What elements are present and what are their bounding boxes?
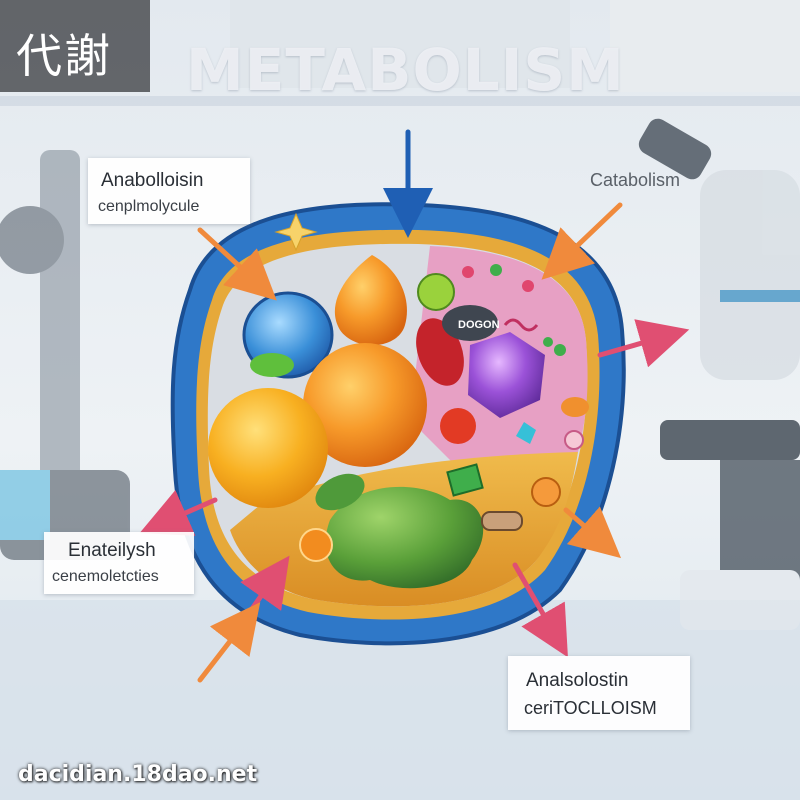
green-crystal [446, 463, 484, 497]
arrow-right [597, 319, 690, 368]
bottom-sublabel: ceriTOCLLOISM [524, 698, 657, 718]
page-title: METABOLISM [186, 36, 625, 104]
gray-organelle [442, 305, 498, 341]
enzymes-label: Enateilysh [68, 540, 156, 561]
pink-dot-2 [522, 280, 534, 292]
arrow-left [139, 490, 218, 536]
bottom-label: Analsolostin [526, 670, 629, 691]
arrow-lower-right [512, 562, 568, 658]
anabolism-label-box: Anabolloisin cenplmolycule [88, 158, 250, 224]
sparkle-icon [274, 212, 318, 252]
enzymes-label-box: Enateilysh cenemoletcties [44, 532, 194, 594]
pink-flower [564, 430, 584, 450]
microscope-right [638, 118, 800, 630]
red-vesicle [440, 408, 476, 444]
organelles: DOGON [208, 255, 589, 589]
badge-text: 代謝 [16, 29, 112, 83]
arrows [139, 129, 690, 683]
background-bottles [230, 0, 570, 88]
vacuole-green-drop [250, 353, 294, 377]
green-dot-2 [554, 344, 566, 356]
title-badge: 代謝 [0, 0, 150, 92]
orange-drop [334, 255, 407, 346]
background-window [610, 0, 800, 92]
orange-ring [531, 477, 561, 507]
microscope-left [0, 150, 130, 560]
arrow-upper-left [197, 227, 277, 301]
green-dot-1 [490, 264, 502, 276]
enzymes-sublabel: cenemoletcties [52, 568, 159, 585]
arrow-right-low [563, 506, 622, 559]
catabolism-label: Catabolism [590, 170, 681, 190]
green-mass [325, 486, 484, 589]
nucleus [303, 343, 427, 467]
molecule-chain [503, 318, 539, 332]
arrow-upper-right [541, 202, 623, 280]
watermark: dacidian.18dao.net [18, 762, 258, 787]
organelle-label: DOGON [458, 319, 500, 331]
anabolism-sublabel: cenplmolycule [98, 198, 200, 215]
teal-gem [516, 422, 536, 444]
green-dot-3 [543, 337, 553, 347]
green-vesicle [417, 273, 455, 311]
orange-bulb [561, 397, 589, 417]
arrow-lower-left-orange [197, 602, 261, 683]
shelf [0, 96, 800, 106]
orange-slice [299, 528, 333, 562]
bottom-label-box: Analsolostin ceriTOCLLOISM [508, 656, 690, 730]
capsule-device [481, 511, 523, 531]
green-capsule [315, 473, 365, 511]
yellow-sphere [208, 388, 328, 508]
anabolism-label: Anabolloisin [101, 170, 204, 191]
purple-organelle [468, 332, 545, 418]
pink-dot-1 [462, 266, 474, 278]
